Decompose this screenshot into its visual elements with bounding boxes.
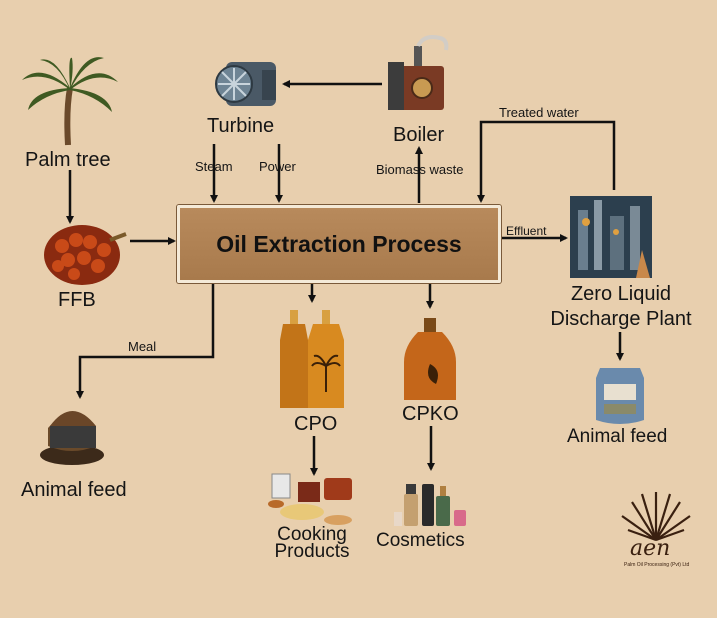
cosmetics-icon xyxy=(394,484,466,526)
cooking-products-label-line1: Cooking xyxy=(277,524,347,545)
treated-water-edge-label: Treated water xyxy=(499,105,579,120)
ffb-label: FFB xyxy=(58,289,96,311)
zld-plant-icon xyxy=(570,196,652,278)
boiler-label: Boiler xyxy=(393,124,445,146)
cpo-bottles-icon xyxy=(280,310,344,408)
boiler-icon xyxy=(388,35,449,110)
company-logo-icon xyxy=(621,492,691,542)
ffb-fruit-bunch-icon xyxy=(44,225,127,285)
cpko-bottle-icon xyxy=(404,318,456,400)
logo-tagline: Palm Oil Processing (Pvt) Ltd xyxy=(624,562,690,568)
zld-plant-label-line1: Zero Liquid xyxy=(570,283,672,305)
palm-tree-label: Palm tree xyxy=(25,149,111,171)
palm-tree-icon xyxy=(22,57,118,146)
feed-bag-icon xyxy=(596,368,644,424)
arrow-treated-water xyxy=(477,120,616,203)
cpko-label: CPKO xyxy=(402,403,459,425)
meal-edge-label: Meal xyxy=(128,339,157,354)
cosmetics-label: Cosmetics xyxy=(376,530,465,551)
biomass-waste-edge-label: Biomass waste xyxy=(376,162,464,177)
cpo-label: CPO xyxy=(294,413,338,435)
zld-plant-label: Zero Liquid Discharge Plant xyxy=(541,282,701,332)
logo-wordmark: aen xyxy=(630,536,671,561)
power-edge-label: Power xyxy=(259,159,296,174)
arrow-meal xyxy=(76,280,215,399)
oil-extraction-process-label: Oil Extraction Process xyxy=(216,230,462,257)
animal-feed-left-label: Animal feed xyxy=(21,479,127,501)
cooking-products-label-line2: Products xyxy=(274,541,350,562)
turbine-icon xyxy=(215,62,276,106)
animal-feed-right-label: Animal feed xyxy=(567,426,668,447)
zld-plant-label-line2: Discharge Plant xyxy=(550,308,692,330)
cooking-products-label: Cooking Products xyxy=(262,524,362,562)
oil-extraction-process-box: Oil Extraction Process xyxy=(177,205,501,283)
steam-edge-label: Steam xyxy=(195,159,233,174)
turbine-label: Turbine xyxy=(207,115,275,137)
animal-feed-bowl-icon xyxy=(40,411,104,465)
effluent-edge-label: Effluent xyxy=(506,224,547,238)
cooking-products-icon xyxy=(268,473,352,525)
